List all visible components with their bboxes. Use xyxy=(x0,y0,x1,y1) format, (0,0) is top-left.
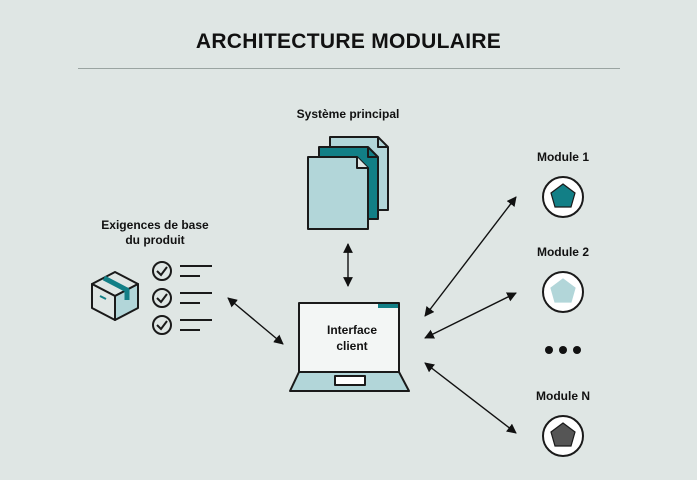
module-2-label: Module 2 xyxy=(536,245,589,259)
module-n-label: Module N xyxy=(536,389,590,403)
requirements-label-line2: du produit xyxy=(125,233,185,247)
client-label-line2: client xyxy=(336,339,368,353)
module-n-icon xyxy=(542,415,584,457)
laptop-icon xyxy=(289,302,410,392)
arrow-client-moduleN xyxy=(424,362,517,434)
document-stack-icon xyxy=(307,136,389,230)
main-system-label: Système principal xyxy=(296,107,400,121)
arrow-requirements-client xyxy=(227,297,284,345)
module-1-icon xyxy=(542,176,584,218)
client-interface-label: Interface client xyxy=(306,322,398,354)
connector-arrows xyxy=(227,196,517,434)
arrow-client-module1 xyxy=(424,196,517,317)
requirements-label-line1: Exigences de base xyxy=(101,218,209,232)
checklist-icon xyxy=(152,261,212,335)
module-1-label: Module 1 xyxy=(536,150,589,164)
module-2-icon xyxy=(542,271,584,313)
title-divider xyxy=(78,68,620,69)
arrow-client-module2 xyxy=(424,292,517,339)
diagram-title: ARCHITECTURE MODULAIRE xyxy=(195,30,502,53)
client-label-line1: Interface xyxy=(326,323,378,337)
requirements-label: Exigences de base du produit xyxy=(80,218,230,248)
more-modules-ellipsis xyxy=(545,346,581,354)
product-box-icon xyxy=(91,271,139,321)
